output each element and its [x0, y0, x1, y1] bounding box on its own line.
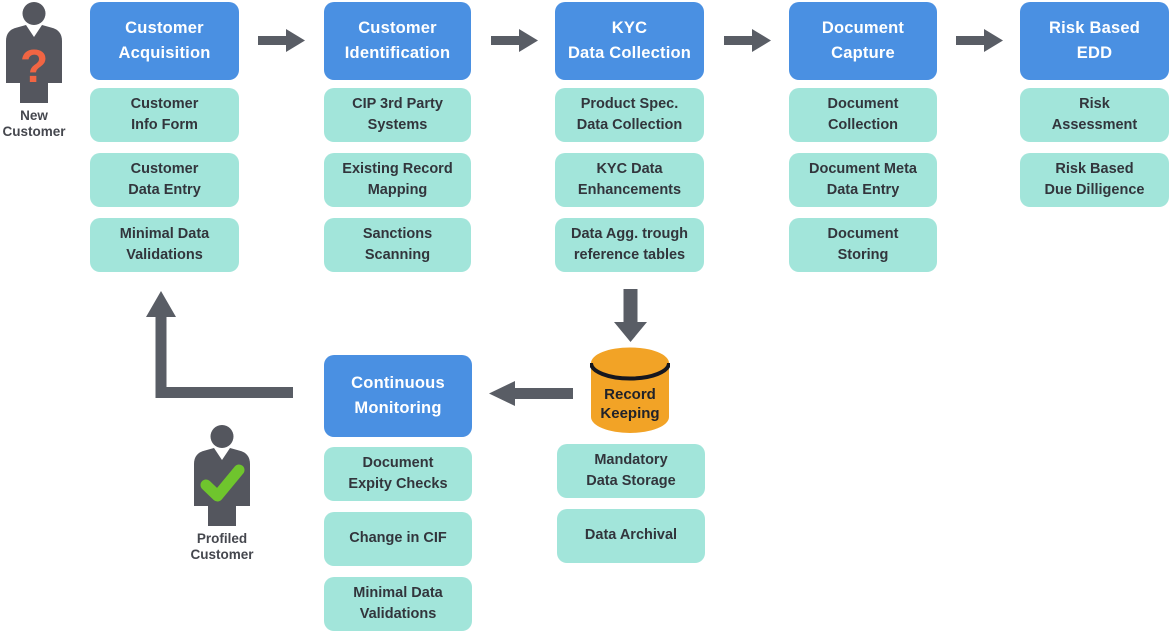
record-keeping-column: Mandatory Data Storage Data Archival	[557, 444, 705, 574]
process-step: Minimal Data Validations	[324, 577, 472, 631]
process-step: Risk Based Due Dilligence	[1020, 153, 1169, 207]
stage-header: Document Capture	[789, 2, 937, 80]
new-customer-label: New Customer	[2, 108, 66, 140]
process-step: Existing Record Mapping	[324, 153, 471, 207]
process-step: Risk Assessment	[1020, 88, 1169, 142]
arrow-down-icon	[614, 289, 647, 342]
process-step: KYC Data Enhancements	[555, 153, 704, 207]
stage-header: KYC Data Collection	[555, 2, 704, 80]
process-step: Change in CIF	[324, 512, 472, 566]
arrow-right-icon	[724, 29, 771, 52]
process-step: Customer Info Form	[90, 88, 239, 142]
profiled-customer-icon	[194, 425, 250, 526]
stage-column-kyc-data-collection: KYC Data Collection Product Spec. Data C…	[555, 2, 704, 283]
stage-header: Customer Identification	[324, 2, 471, 80]
arrow-right-icon	[491, 29, 538, 52]
record-keeping-label: Record Keeping	[600, 386, 660, 422]
person-silhouette	[210, 425, 234, 448]
stage-column-document-capture: Document Capture Document Collection Doc…	[789, 2, 937, 283]
process-step: Customer Data Entry	[90, 153, 239, 207]
process-step: CIP 3rd Party Systems	[324, 88, 471, 142]
process-step: Product Spec. Data Collection	[555, 88, 704, 142]
question-mark-icon: ?	[20, 40, 48, 92]
process-step: Data Archival	[557, 509, 705, 563]
process-step: Document Collection	[789, 88, 937, 142]
process-step: Minimal Data Validations	[90, 218, 239, 272]
process-step: Mandatory Data Storage	[557, 444, 705, 498]
stage-header: Risk Based EDD	[1020, 2, 1169, 80]
process-step: Document Expity Checks	[324, 447, 472, 501]
arrow-right-icon	[258, 29, 305, 52]
new-customer-icon: ?	[6, 2, 62, 103]
process-step: Sanctions Scanning	[324, 218, 471, 272]
profiled-customer-label: Profiled Customer	[190, 531, 254, 563]
arrow-left-icon	[489, 381, 573, 406]
database-icon	[590, 347, 670, 433]
feedback-arrow-icon	[146, 291, 293, 398]
person-silhouette	[22, 2, 46, 25]
stage-column-customer-identification: Customer Identification CIP 3rd Party Sy…	[324, 2, 471, 283]
stage-column-continuous-monitoring: Continuous Monitoring Document Expity Ch…	[324, 355, 472, 632]
process-step: Data Agg. trough reference tables	[555, 218, 704, 272]
stage-header: Continuous Monitoring	[324, 355, 472, 437]
process-step: Document Meta Data Entry	[789, 153, 937, 207]
arrow-right-icon	[956, 29, 1003, 52]
stage-header: Customer Acquisition	[90, 2, 239, 80]
process-step: Document Storing	[789, 218, 937, 272]
stage-column-risk-based-edd: Risk Based EDD Risk Assessment Risk Base…	[1020, 2, 1169, 218]
stage-column-customer-acquisition: Customer Acquisition Customer Info Form …	[90, 2, 239, 283]
check-icon	[200, 464, 245, 502]
